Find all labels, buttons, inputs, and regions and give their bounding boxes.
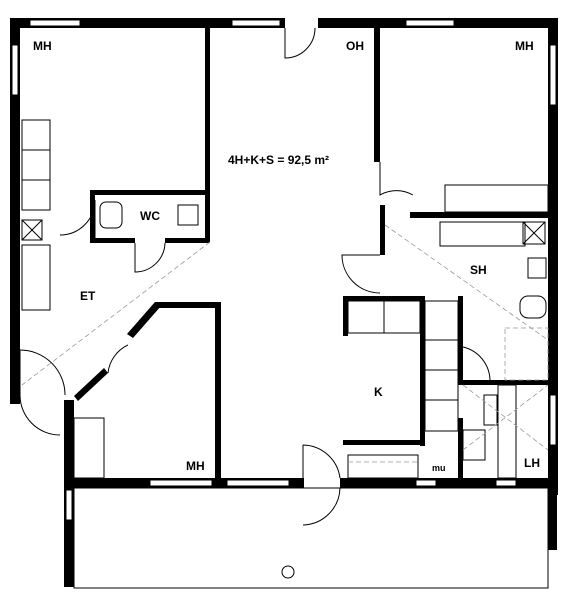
room-label-mh-top-left: MH [33,39,52,53]
windows [11,19,557,521]
room-label-et: ET [80,289,96,303]
room-label-oh: OH [346,39,364,53]
area-label: 4H+K+S = 92,5 m² [228,153,329,167]
room-label-lh: LH [524,456,540,470]
dashed-lines [21,224,549,463]
room-label-mh-top-right: MH [515,39,534,53]
interior-walls [74,28,550,478]
room-label-mh-bottom: MH [186,459,205,473]
room-label-wc: WC [140,209,160,223]
room-label-mu: mu [432,463,446,473]
room-labels: 4H+K+S = 92,5 m² MH OH MH WC ET SH K MH … [33,39,540,473]
room-label-k: K [374,385,383,399]
fixtures [21,119,549,589]
room-label-sh: SH [470,263,487,277]
doors [19,27,491,526]
